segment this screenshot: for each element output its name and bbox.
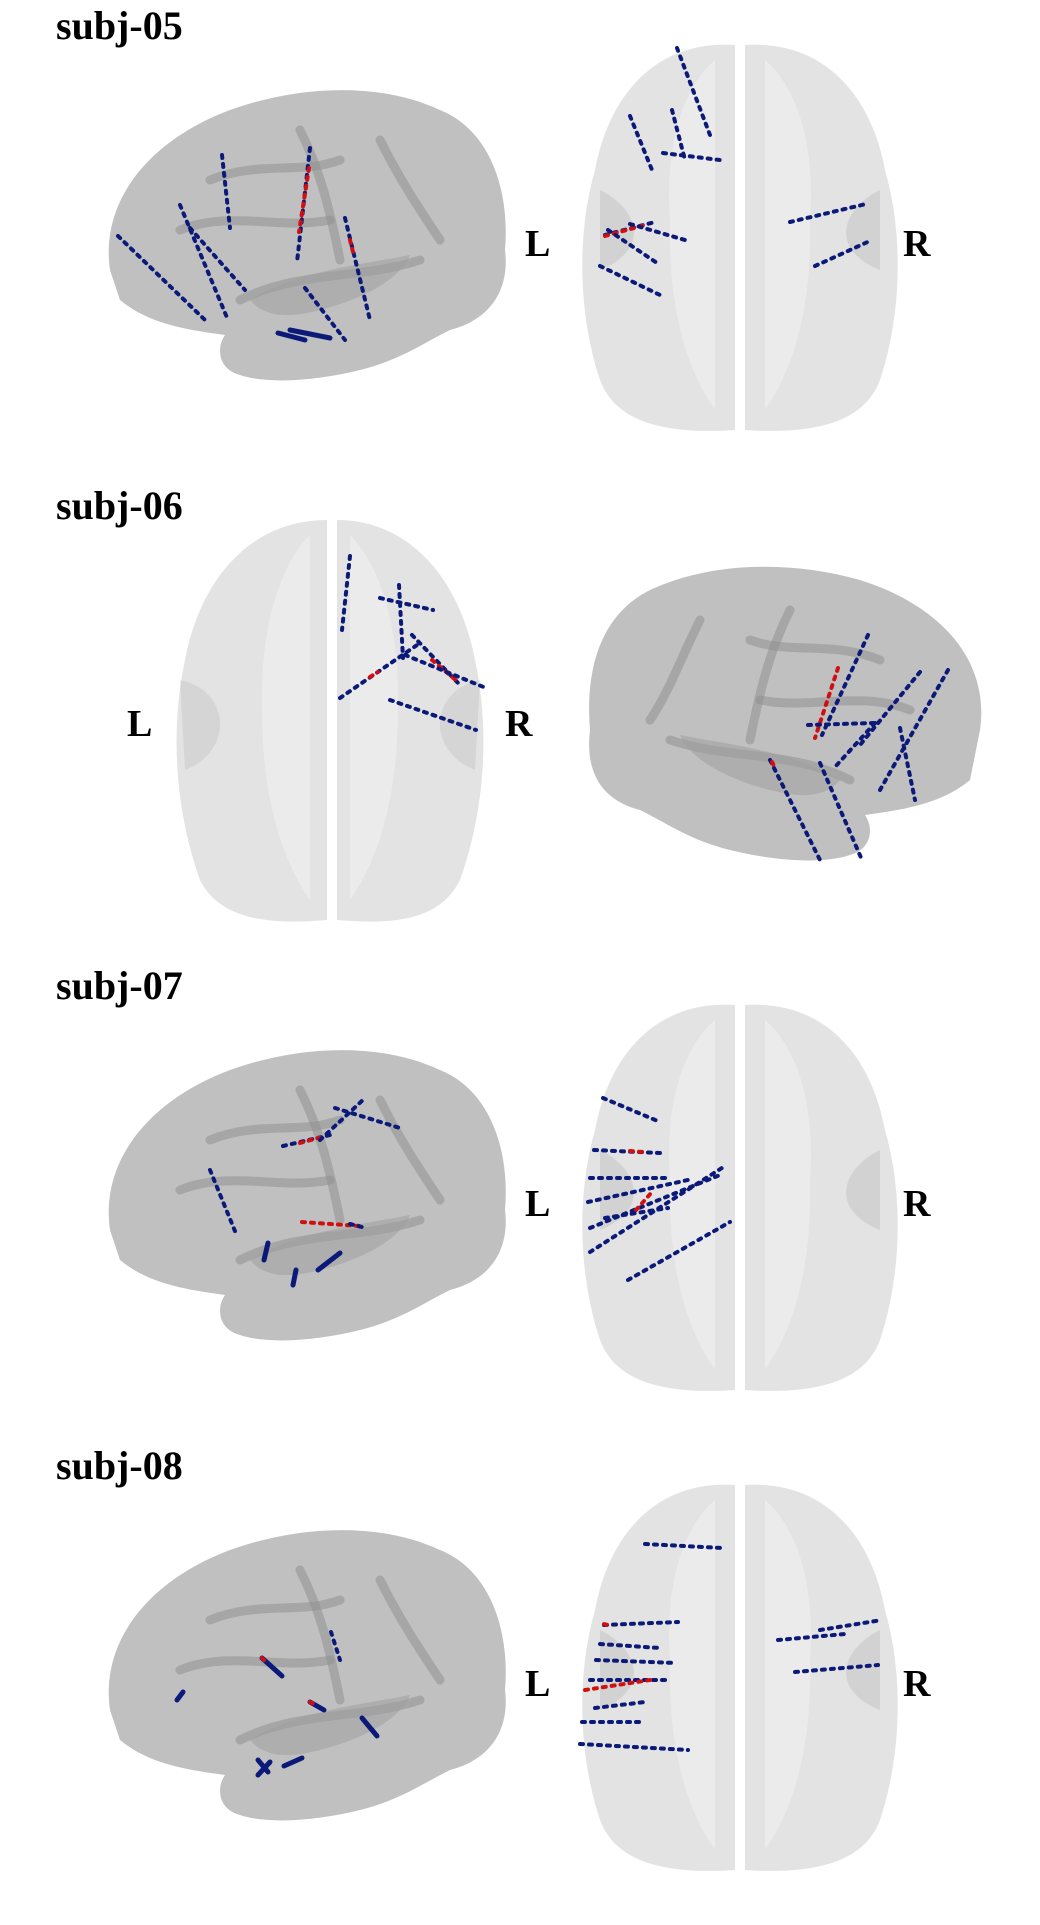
subject-panel-06 [176, 520, 982, 922]
right-hemisphere-label-06: R [505, 703, 533, 745]
subject-title-08: subj-08 [56, 1443, 183, 1488]
lateral-brain-view [108, 1050, 506, 1341]
lateral-brain-view [108, 1530, 506, 1821]
left-hemisphere-label-05: L [525, 223, 551, 265]
left-hemisphere-label-06: L [127, 703, 153, 745]
axial-brain-view [176, 520, 488, 922]
axial-brain-view [582, 1004, 898, 1391]
right-hemisphere-label-05: R [903, 223, 931, 265]
lateral-brain-view [108, 90, 506, 381]
subject-title-05: subj-05 [56, 3, 183, 48]
axial-brain-view [578, 1484, 898, 1871]
subject-title-06: subj-06 [56, 483, 183, 528]
subject-panel-07 [108, 1004, 898, 1391]
subject-panel-08 [108, 1484, 898, 1871]
right-hemisphere-label-08: R [903, 1663, 931, 1705]
left-hemisphere-label-08: L [525, 1663, 551, 1705]
right-hemisphere-label-07: R [903, 1183, 931, 1225]
lateral-brain-view [589, 566, 982, 862]
axial-brain-view [582, 44, 898, 431]
left-hemisphere-label-07: L [525, 1183, 551, 1225]
subject-title-07: subj-07 [56, 963, 183, 1008]
subject-panel-05 [108, 44, 898, 431]
